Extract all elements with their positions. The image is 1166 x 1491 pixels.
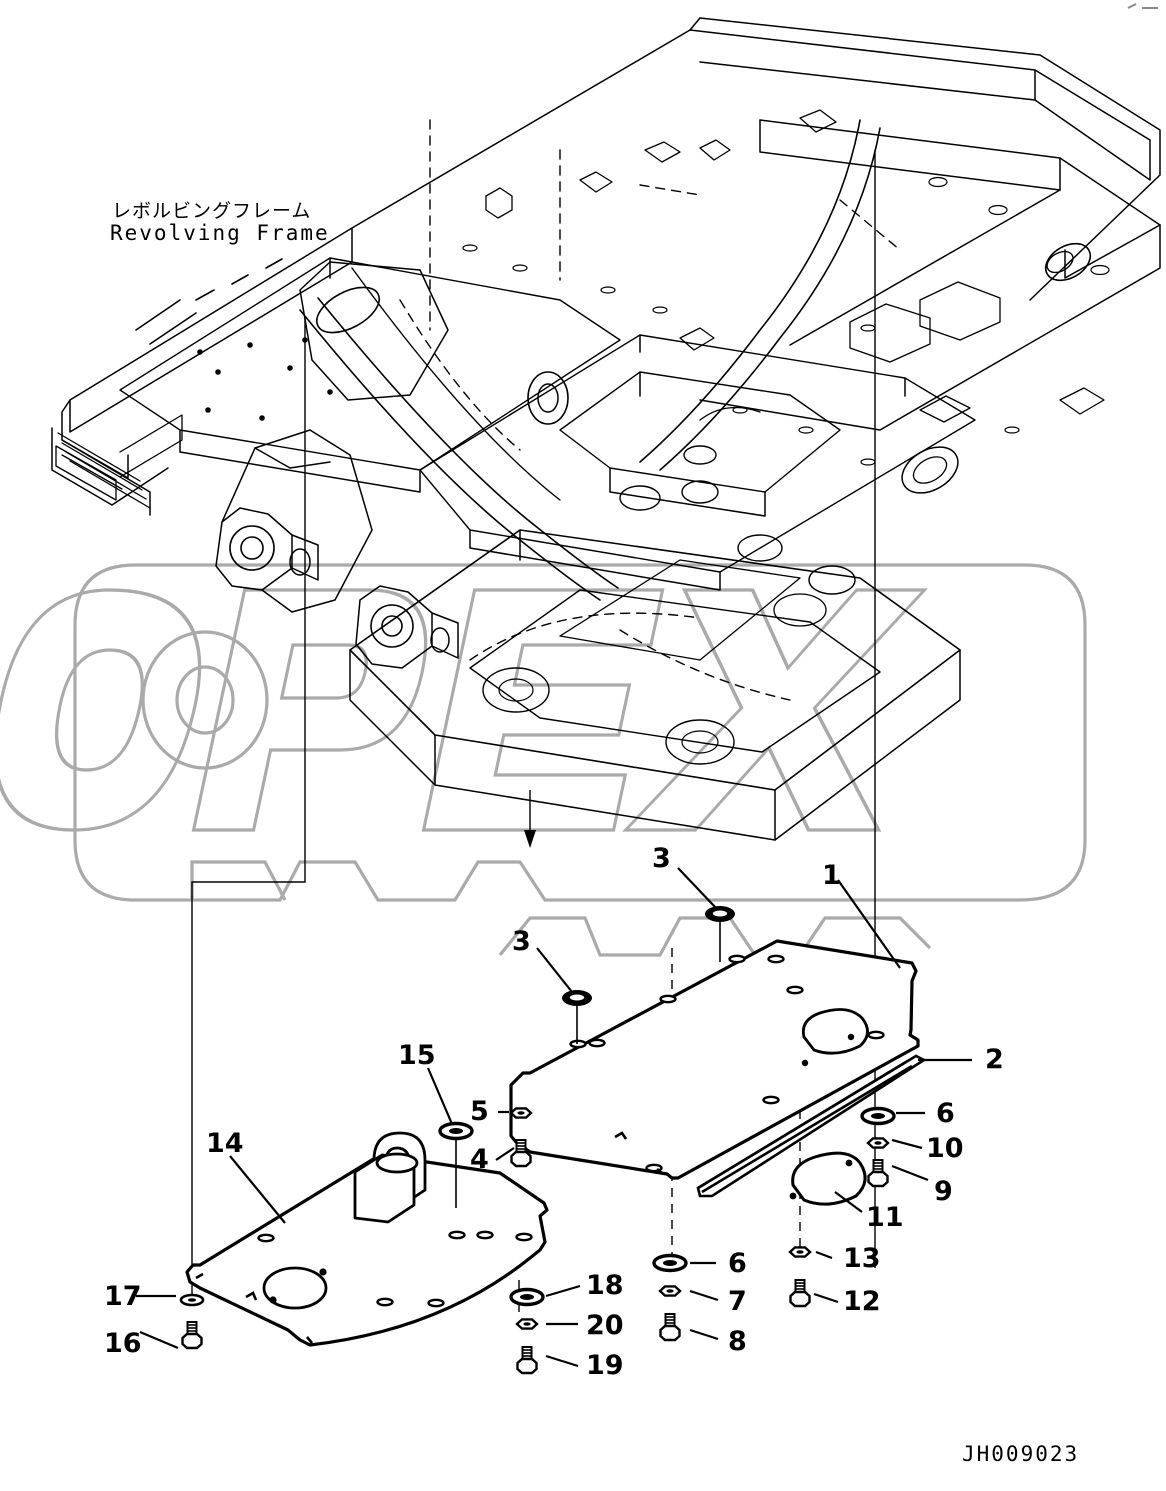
leader-lines (136, 867, 972, 1368)
part-3-grommet-left (561, 989, 593, 1007)
part-14-plate-details (195, 1230, 533, 1344)
watermark-opex (73, 563, 1087, 902)
drawing-number: JH009023 (962, 1442, 1080, 1466)
revolving-frame-assembly (51, 17, 1161, 841)
grommet-stems (576, 922, 721, 1044)
part-18-washer (509, 1287, 545, 1307)
leader-11 (834, 1191, 863, 1213)
callout-16: 16 (104, 1328, 142, 1359)
part-14-bracket (353, 1131, 427, 1224)
callout-1: 1 (822, 860, 841, 891)
watermark-notch (190, 860, 932, 957)
leader-15 (426, 1067, 454, 1125)
callout-9: 9 (934, 1176, 953, 1207)
callout-18: 18 (586, 1270, 624, 1301)
part-12-bolt (789, 1278, 811, 1308)
part-11-rubber-plug (789, 1151, 867, 1206)
callout-10: 10 (926, 1133, 964, 1164)
part-10-nut (866, 1137, 890, 1149)
callout-6-mid: 6 (728, 1248, 747, 1279)
leader-16 (139, 1330, 179, 1350)
leader-18 (545, 1284, 581, 1298)
leader-19 (545, 1354, 579, 1368)
callout-13: 13 (843, 1243, 881, 1274)
corner-mark (1127, 3, 1158, 9)
part-15-washer (438, 1121, 474, 1141)
callout-4: 4 (470, 1144, 489, 1175)
callout-17: 17 (104, 1281, 142, 1312)
callout-6-right: 6 (936, 1098, 955, 1129)
part-5-washer (509, 1107, 533, 1119)
leader-9 (891, 1164, 929, 1182)
callout-20: 20 (586, 1310, 624, 1341)
callout-11: 11 (866, 1202, 904, 1233)
part-1-under-cover-main-plate (509, 939, 920, 1180)
leader-10 (891, 1138, 923, 1150)
callout-5: 5 (470, 1096, 489, 1127)
leader-3-left (536, 947, 573, 993)
callout-12: 12 (843, 1286, 881, 1317)
callout-2: 2 (985, 1044, 1004, 1075)
callout-14: 14 (206, 1128, 244, 1159)
leader-3-top (677, 867, 717, 909)
leader-8 (689, 1328, 719, 1341)
part-6-washer-mid (652, 1253, 688, 1273)
revolving-frame-label-en: Revolving Frame (110, 221, 330, 245)
leader-14 (229, 1155, 286, 1224)
leader-7 (689, 1289, 719, 1302)
part-20-nut (515, 1318, 539, 1330)
part-1-plate-details (569, 954, 885, 1175)
part-13-washer (788, 1246, 812, 1258)
callout-19: 19 (586, 1350, 624, 1381)
part-2-seal-strip (696, 1054, 927, 1198)
part-3-grommet-right (704, 905, 736, 923)
leader-12 (813, 1292, 839, 1304)
leader-4 (495, 1147, 515, 1161)
leader-13 (815, 1250, 833, 1260)
part-14-under-cover-side-plate (185, 1153, 549, 1347)
part-6-washer-right (860, 1106, 896, 1126)
part-16-bolt (181, 1320, 203, 1350)
revolving-frame-label-jp: レボルビングフレーム (112, 200, 312, 222)
callout-7: 7 (728, 1286, 747, 1317)
callout-8: 8 (728, 1326, 747, 1357)
part-17-washer (179, 1293, 205, 1307)
leader-1 (837, 879, 901, 969)
callout-3-top: 3 (652, 843, 671, 874)
part-9-bolt (867, 1158, 889, 1188)
callout-15: 15 (398, 1040, 436, 1071)
part-19-bolt (516, 1345, 538, 1375)
part-7-nut (658, 1285, 682, 1297)
callout-3-left: 3 (512, 926, 531, 957)
part-8-bolt (659, 1312, 681, 1342)
watermark-opex-letters (0, 588, 929, 832)
